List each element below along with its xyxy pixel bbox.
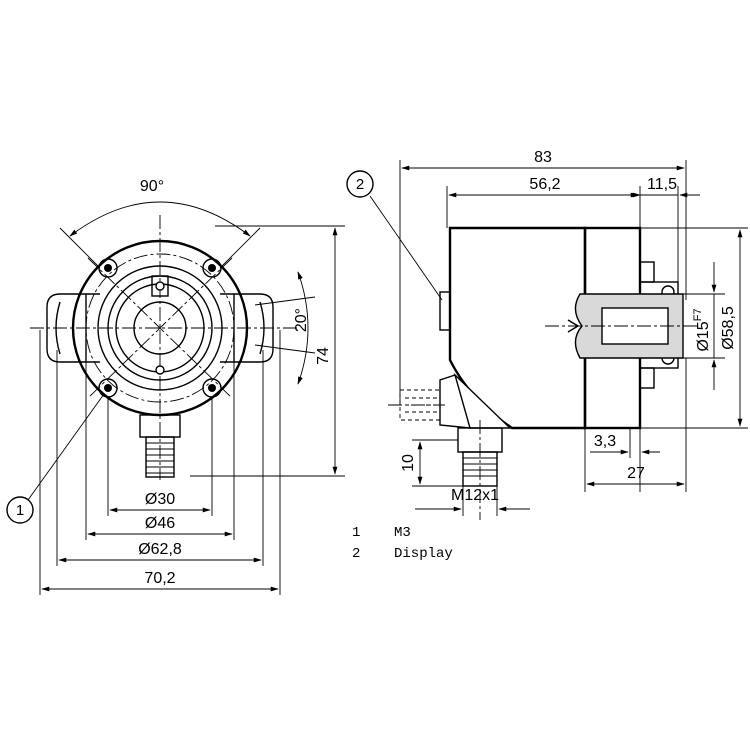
left-mounting-lug	[46, 293, 100, 363]
legend-1-num: 1	[352, 525, 360, 541]
dia-62-8-label: Ø62,8	[138, 541, 182, 558]
callout-1-bubble	[6, 496, 34, 524]
angle-20-label: 20°	[293, 308, 310, 332]
dim-10-label: 10	[400, 454, 417, 472]
legend: 1 M3 2 Display	[352, 525, 453, 562]
dia-58-5-label: Ø58,5	[720, 306, 737, 350]
callout-2-label: 2	[356, 176, 364, 193]
front-connector	[139, 414, 181, 478]
length-56-2-label: 56,2	[529, 176, 560, 193]
shaft-bore-section	[601, 307, 669, 345]
angle-90-label: 90°	[140, 178, 164, 195]
dim-27-label: 27	[627, 465, 645, 482]
side-view: 83 56,2 11,5 Ø15F7 Ø58,5 3,3	[346, 149, 748, 520]
angle-90-arc	[69, 201, 251, 237]
length-11-5-label: 11,5	[647, 176, 677, 193]
dia-30-label: Ø30	[145, 491, 175, 508]
callout-2-bubble	[346, 170, 374, 198]
side-connector-straight	[457, 420, 503, 520]
flange-ring	[97, 265, 223, 391]
shaft-fit-label: F7	[692, 308, 704, 321]
right-mounting-lug	[220, 293, 274, 363]
dim-3-3-label: 3,3	[594, 433, 616, 450]
m3-screw-holes	[98, 258, 222, 398]
height-74-label: 74	[315, 347, 332, 365]
right-lug-slot	[259, 301, 265, 355]
thread-m12-label: M12x1	[451, 487, 499, 504]
width-70-2-label: 70,2	[144, 570, 175, 587]
diagonal-centerline	[87, 257, 233, 399]
length-83-label: 83	[534, 149, 552, 166]
dia-46-label: Ø46	[145, 515, 175, 532]
shaft-bore	[133, 301, 187, 355]
legend-2-text: Display	[394, 546, 453, 562]
key-slot	[151, 275, 169, 297]
callout-1-label: 1	[16, 502, 24, 519]
front-view: 90° 20° 74 Ø30 Ø46 Ø62,8 70,2 1	[6, 178, 345, 595]
side-connector-angled	[388, 372, 512, 429]
svg-text:Ø15F7: Ø15F7	[692, 308, 712, 351]
left-lug-slot	[55, 301, 61, 355]
display-window	[439, 291, 451, 331]
angle-20-arc	[297, 271, 309, 385]
bolt-circle	[85, 253, 235, 403]
legend-1-text: M3	[394, 525, 411, 541]
shaft-dia-label: Ø15	[695, 321, 712, 351]
legend-2-num: 2	[352, 546, 360, 562]
set-screw	[155, 365, 165, 375]
